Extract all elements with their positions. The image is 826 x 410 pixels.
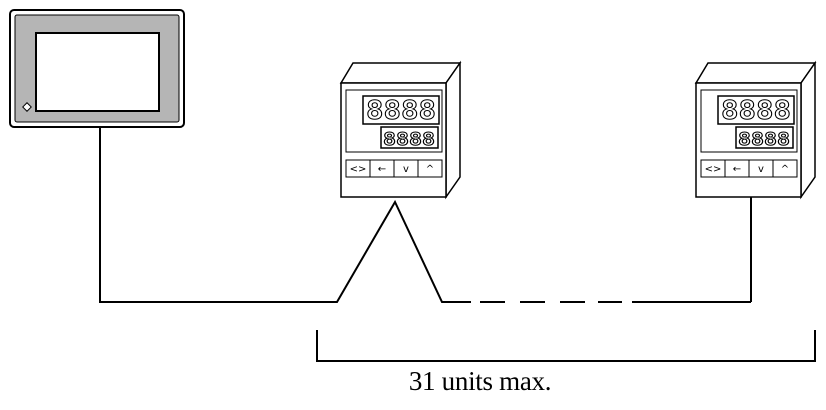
up-key: ^ <box>781 164 789 175</box>
max-units-caption: 31 units max. <box>408 366 552 396</box>
touch-panel <box>9 9 185 128</box>
sv-display: 8888 <box>383 129 435 150</box>
down-key: v <box>758 164 764 175</box>
temperature-controller-1: 8888 8888 <> ← v ^ <box>339 60 462 200</box>
range-bracket <box>316 330 816 362</box>
shift-key: ← <box>733 164 741 175</box>
panel-logo-icon <box>22 102 32 112</box>
shift-key: ← <box>378 164 386 175</box>
mode-key: <> <box>705 164 722 175</box>
pv-display: 8888 <box>366 96 436 126</box>
pv-display: 8888 <box>721 96 791 126</box>
communication-cable <box>99 127 752 303</box>
sv-display: 8888 <box>738 129 790 150</box>
temperature-controller-2: 8888 8888 <> ← v ^ <box>694 60 817 200</box>
up-key: ^ <box>426 164 434 175</box>
mode-key: <> <box>350 164 367 175</box>
down-key: v <box>403 164 409 175</box>
